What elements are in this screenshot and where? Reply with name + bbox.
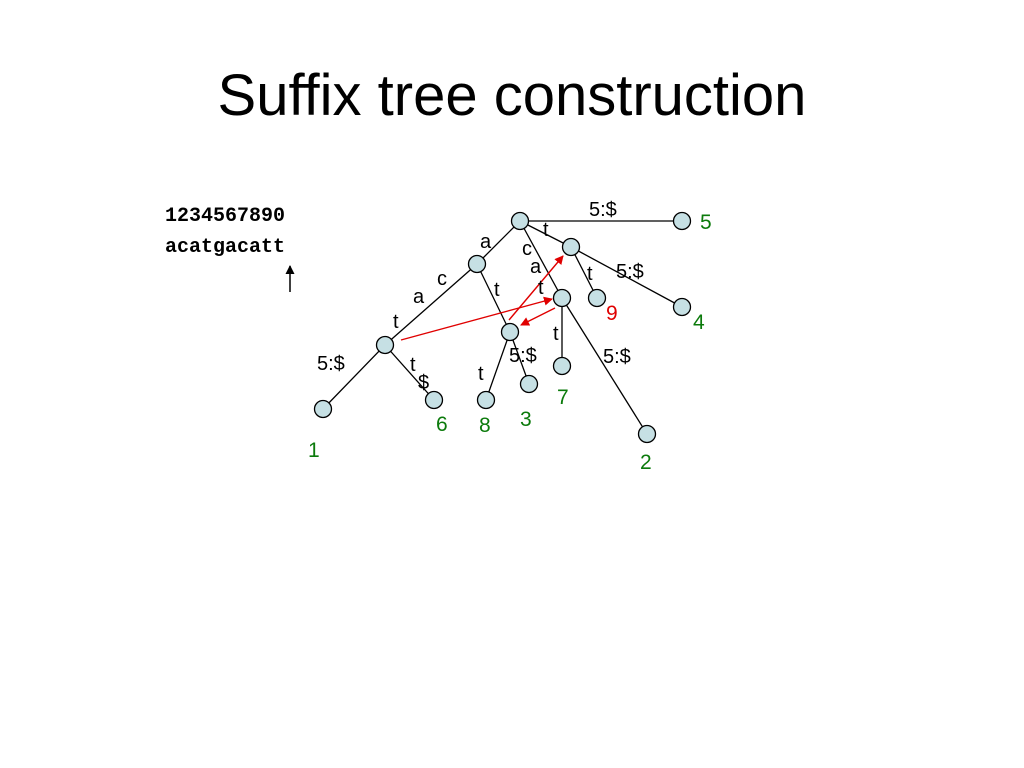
edge-label: c	[522, 238, 532, 260]
tree-edge	[570, 246, 683, 308]
sequence-positions: 1234567890	[165, 205, 286, 228]
edge-label: a	[413, 286, 425, 308]
tree-edge	[476, 263, 511, 333]
leaf-node	[672, 211, 692, 231]
tree-edge	[509, 331, 530, 385]
edge-label: 5:$	[509, 345, 537, 367]
leaf-label: 6	[436, 413, 448, 436]
tree-edge	[519, 220, 572, 248]
edge-label: t	[478, 363, 484, 385]
tree-edge	[519, 220, 563, 299]
edge-label: t	[494, 279, 500, 301]
edge-label: 5:$	[589, 199, 617, 221]
leaf-label: 8	[479, 414, 491, 437]
root-node	[510, 211, 530, 231]
leaf-node	[519, 374, 539, 394]
tree-edge	[485, 331, 511, 401]
tree-edge	[476, 220, 521, 265]
edge-label: $	[418, 372, 429, 394]
leaf-label: 9	[606, 302, 618, 325]
tree-edge	[570, 246, 598, 299]
suffix-link-arrow	[400, 296, 553, 341]
edge-label: t	[393, 311, 399, 333]
leaf-node	[672, 297, 692, 317]
tree-edge	[561, 297, 648, 435]
edge-label: 5:$	[603, 346, 631, 368]
edge-label: t	[410, 354, 416, 376]
sequence-string: acatgacatt	[165, 236, 286, 259]
tree-edge	[322, 344, 386, 410]
leaf-node	[587, 288, 607, 308]
leaf-label: 3	[520, 408, 532, 431]
internal-node	[375, 335, 395, 355]
leaf-node	[313, 399, 333, 419]
leaf-label: 7	[557, 386, 569, 409]
internal-node	[500, 322, 520, 342]
slide-title: Suffix tree construction	[217, 63, 807, 128]
leaf-label: 4	[693, 311, 705, 334]
edge-label: t	[587, 263, 593, 285]
suffix-link-arrow	[520, 307, 556, 326]
internal-node	[467, 254, 487, 274]
edge-label: a	[480, 231, 492, 253]
internal-node	[552, 288, 572, 308]
leaf-label: 1	[308, 439, 320, 462]
edge-label: t	[553, 323, 559, 345]
edge-label: 5:$	[317, 353, 345, 375]
leaf-node	[637, 424, 657, 444]
leaf-node	[424, 390, 444, 410]
edge-label: t	[543, 219, 549, 241]
edge-label: a	[530, 256, 542, 278]
tree-edge	[384, 263, 478, 346]
leaf-node	[476, 390, 496, 410]
leaf-label: 2	[640, 451, 652, 474]
leaf-label: 5	[700, 211, 712, 234]
edge-label: c	[437, 268, 447, 290]
tree-edge	[384, 344, 435, 401]
edge-label: t	[538, 277, 544, 299]
leaf-node	[552, 356, 572, 376]
suffix-link-arrow	[508, 255, 564, 321]
internal-node	[561, 237, 581, 257]
edge-label: 5:$	[616, 261, 644, 283]
